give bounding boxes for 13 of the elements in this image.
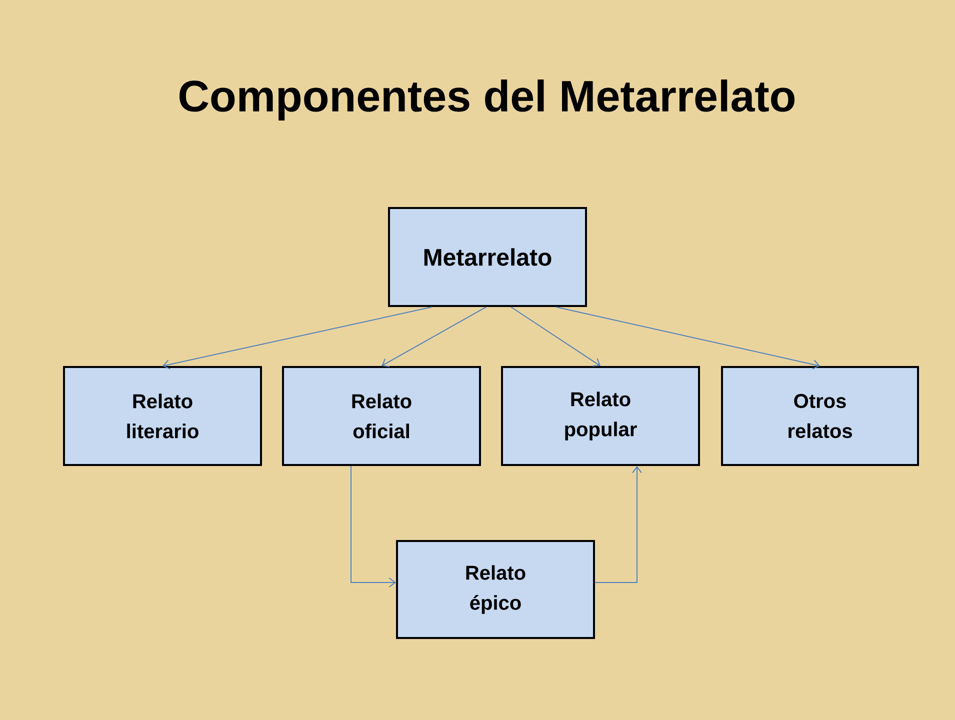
box: Relato épico (396, 540, 595, 639)
arrow (162, 306, 432, 370)
arrow (556, 306, 820, 370)
arrow (350, 466, 396, 588)
box: Relato popular (501, 366, 700, 466)
arrow (382, 306, 486, 368)
box: Relato oficial (282, 366, 481, 466)
box: Relato literario (63, 366, 262, 466)
arrow (510, 306, 600, 366)
title: Componentes del Metarrelato (180, 80, 794, 120)
box: Otros relatos (721, 366, 920, 466)
arrow (594, 466, 642, 583)
box: Metarrelato (388, 207, 587, 307)
